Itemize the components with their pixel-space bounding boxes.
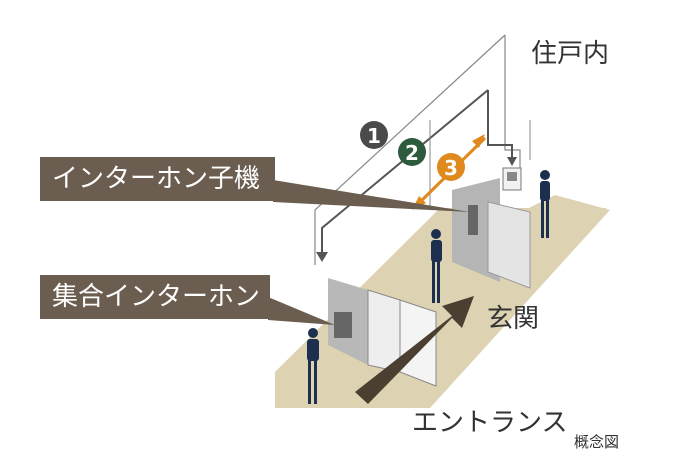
entrance-glass-1 [367,289,401,373]
person-indoor [540,170,550,238]
callout-leader-shared [268,297,335,325]
step-2-circle [398,138,426,166]
unit-door-frame [487,201,531,289]
route-line-2 [487,90,513,160]
route-line-2-left [321,89,489,258]
step-1-circle [360,121,388,149]
route-arrowhead-down [316,252,328,262]
concept-note-label: 概念図 [574,433,620,451]
indoor-monitor-screen [507,172,517,181]
shared-intercom-callout: 集合インターホン [40,275,270,319]
step-3-number: 3 [444,156,458,180]
step-1-number: 1 [367,124,381,148]
shared-intercom-panel [334,312,352,338]
entrance-label: エントランス [412,408,568,438]
step-3-circle [437,153,465,181]
route-arrowhead-down-right [507,157,517,166]
indoor-label: 住戸内 [531,39,610,69]
entrance-hall-label: 玄関 [487,304,540,334]
unit-intercom-handset [468,205,478,235]
callout-leader-handset [273,180,470,212]
route-line-1-left [314,34,506,265]
intercom-handset-callout: インターホン子機 [40,157,275,201]
two-way-arrowhead-a [472,134,485,148]
person-entrance [307,328,319,404]
person-hall [431,229,442,303]
step-2-number: 2 [405,141,419,165]
entry-arrow [355,296,474,404]
